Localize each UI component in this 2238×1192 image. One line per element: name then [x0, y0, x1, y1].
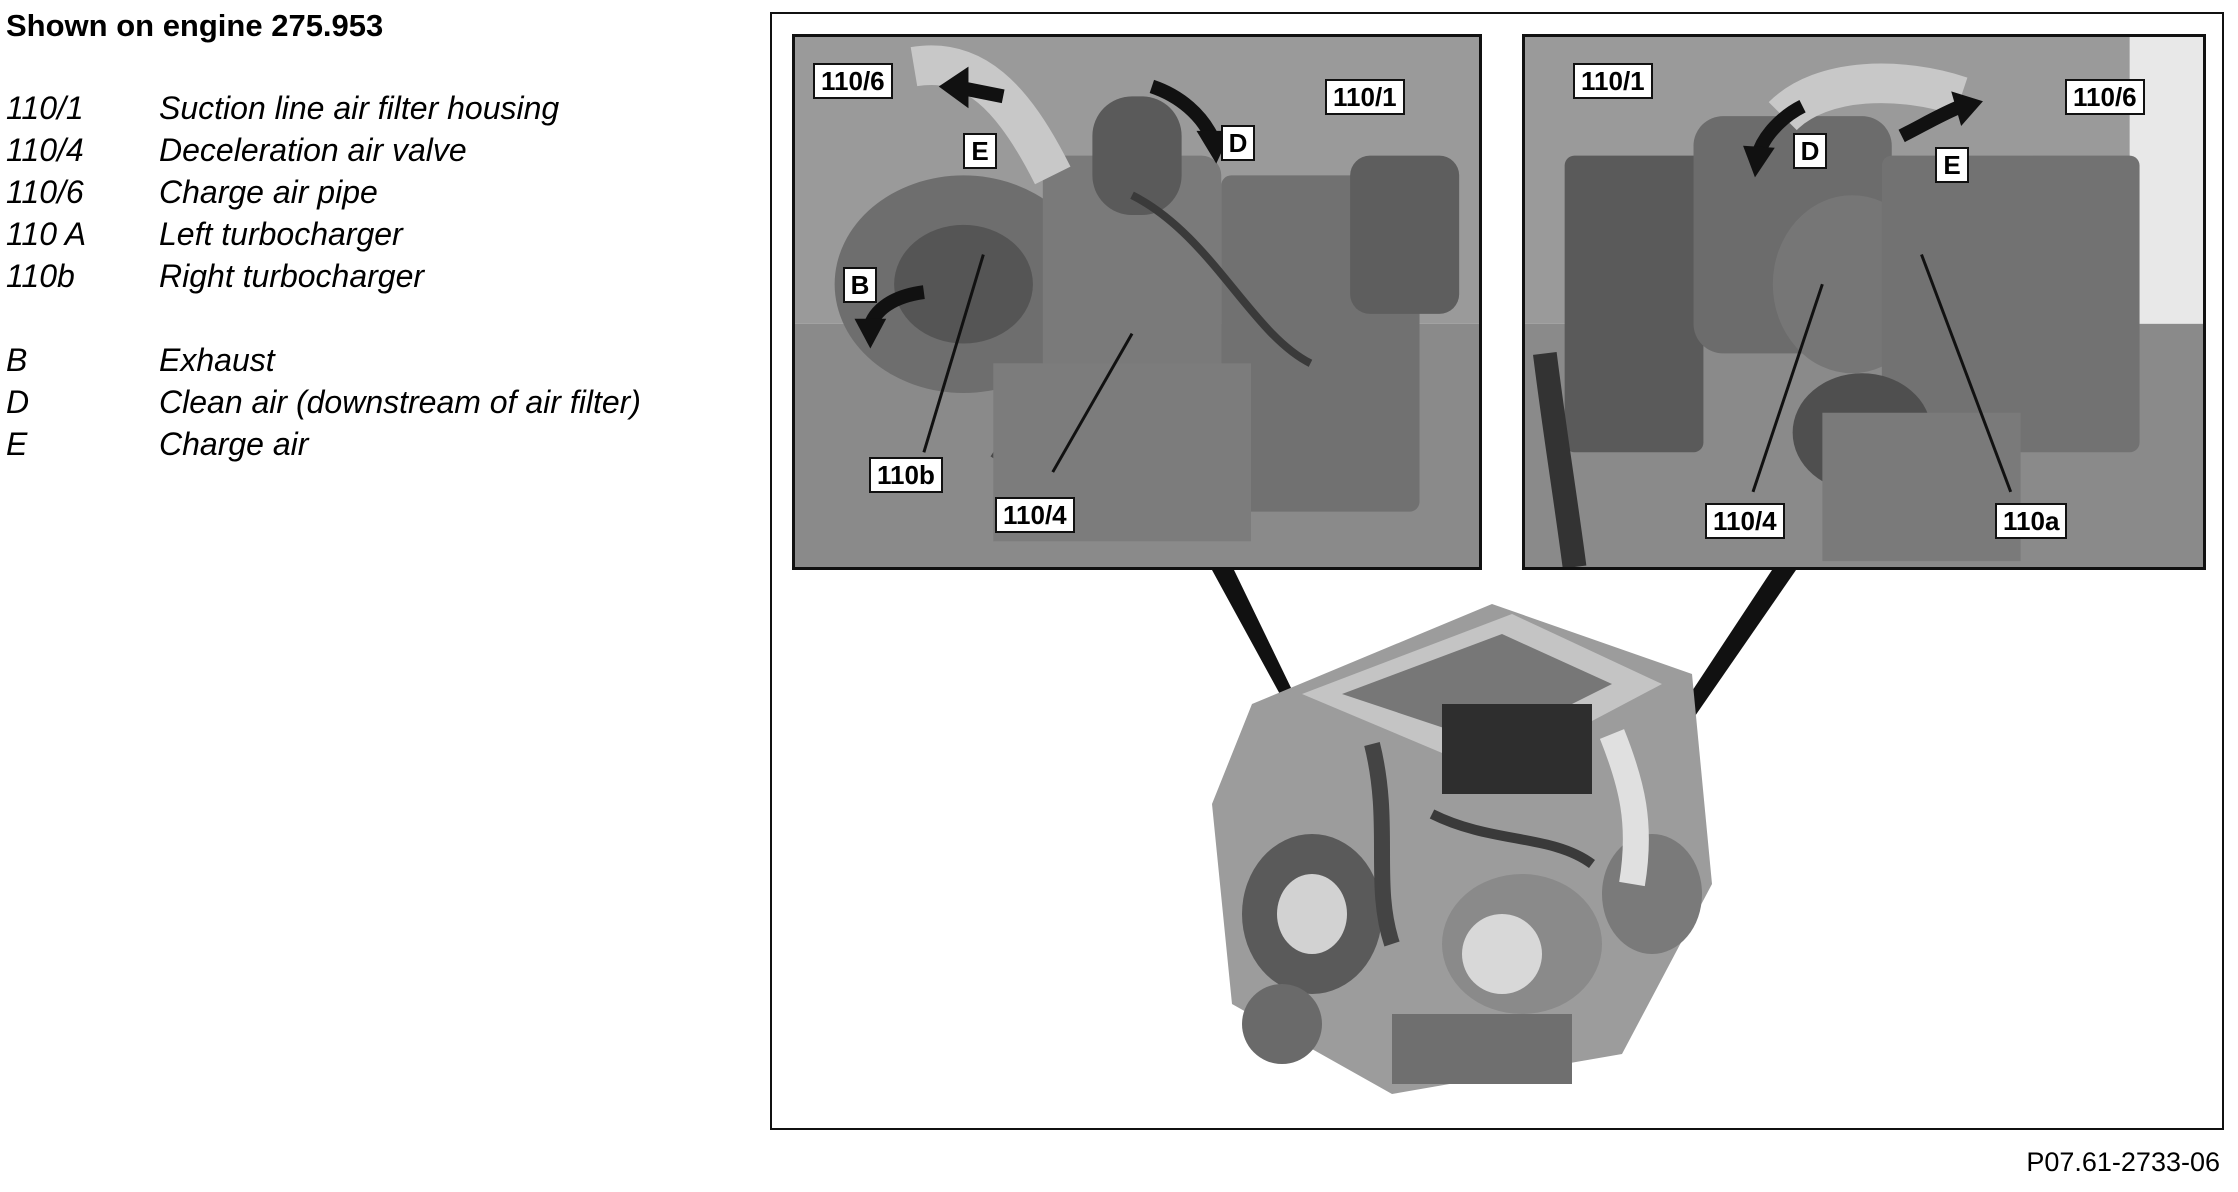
legend-code: 110/4	[6, 132, 84, 168]
flow-label: B	[843, 267, 877, 303]
callout-label: 110/4	[995, 497, 1075, 533]
engine-detail-right	[1525, 37, 2203, 567]
callout-label: 110/6	[2065, 79, 2145, 115]
legend-description: Clean air (downstream of air filter)	[159, 384, 641, 420]
legend-description: Suction line air filter housing	[159, 90, 560, 126]
legend-code: D	[6, 384, 30, 420]
legend-code: B	[6, 342, 28, 378]
pointer-left	[1212, 570, 1294, 698]
flow-label: E	[963, 133, 997, 169]
legend-code: 110 A	[6, 216, 87, 252]
figure-code: P07.61-2733-06	[2026, 1147, 2220, 1177]
legend-description: Left turbocharger	[159, 216, 403, 252]
legend-description: Deceleration air valve	[159, 132, 467, 168]
figure-frame: 110/6 110/1 110b 110/4 E D B 110/	[770, 12, 2224, 1130]
callout-label: 110/1	[1325, 79, 1405, 115]
legend-code: 110b	[6, 258, 75, 294]
callout-label: 110/1	[1573, 63, 1653, 99]
flow-label: D	[1793, 133, 1827, 169]
flow-label: D	[1221, 125, 1255, 161]
engine-detail-left	[795, 37, 1479, 567]
engine-overview	[1212, 604, 1712, 1094]
callout-label: 110/4	[1705, 503, 1785, 539]
callout-label: 110b	[869, 457, 943, 493]
detail-photo-left: 110/6 110/1 110b 110/4 E D B	[792, 34, 1482, 570]
legend-code: 110/1	[6, 90, 84, 126]
page-title: Shown on engine 275.953	[6, 8, 384, 43]
legend-description: Right turbocharger	[159, 258, 425, 294]
legend-code: E	[6, 426, 28, 462]
flow-label: E	[1935, 147, 1969, 183]
legend-description: Charge air pipe	[159, 174, 378, 210]
legend-description: Charge air	[159, 426, 309, 462]
callout-label: 110/6	[813, 63, 893, 99]
legend-code: 110/6	[6, 174, 84, 210]
callout-label: 110a	[1995, 503, 2068, 539]
detail-photo-right: 110/1 110/6 110/4 110a D E	[1522, 34, 2206, 570]
legend-description: Exhaust	[159, 342, 275, 378]
